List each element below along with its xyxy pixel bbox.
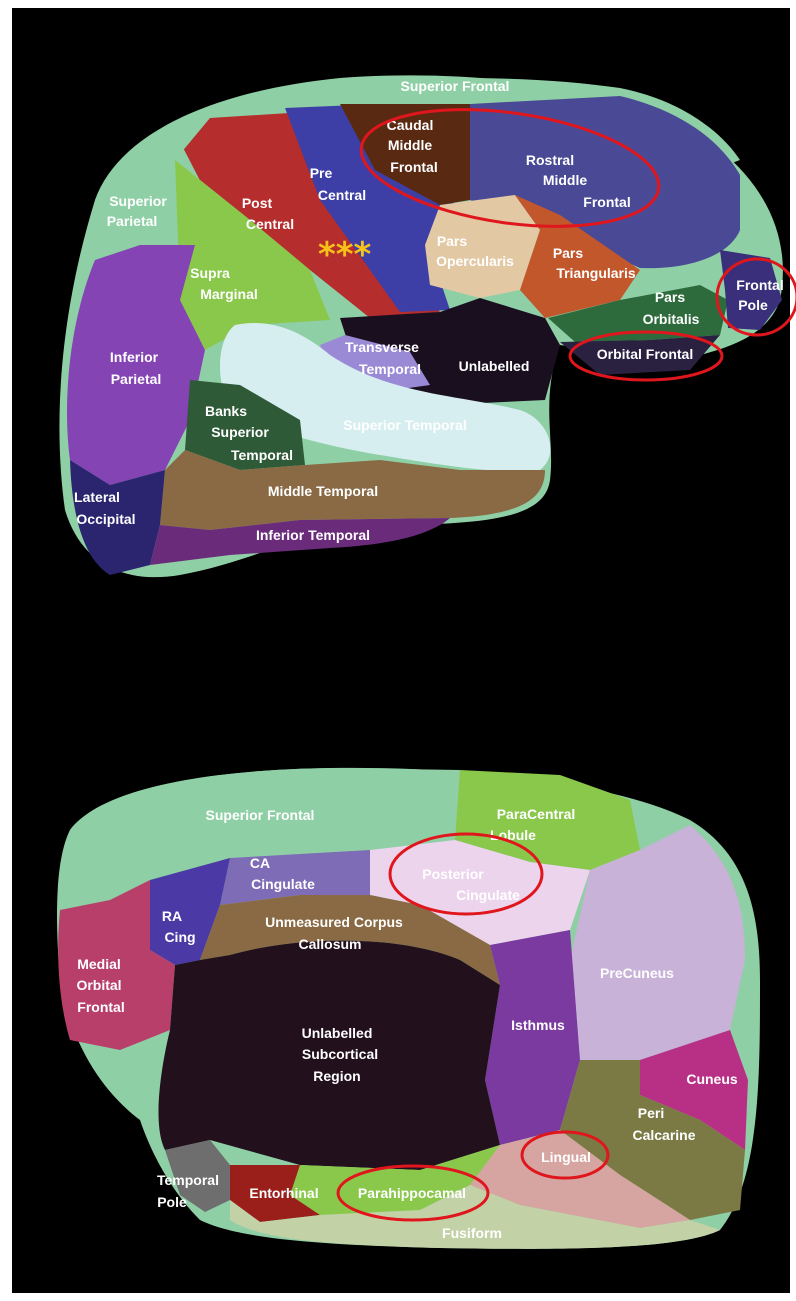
label-postcentral-line2: Central (246, 216, 294, 232)
label-medial-orbital-line2: Orbital (76, 977, 121, 993)
label-medial-orbital-line1: Medial (77, 956, 121, 972)
stars-marker: *** (318, 235, 372, 275)
label-pars-triangularis-line2: Triangularis (556, 265, 636, 281)
label-transverse-temporal-line1: Transverse (345, 339, 419, 355)
label-frontal-pole-line1: Frontal (736, 277, 783, 293)
label-lingual: Lingual (541, 1149, 591, 1165)
label-superior-frontal: Superior Frontal (401, 78, 510, 94)
label-frontal-pole-line2: Pole (738, 297, 768, 313)
label-precuneus: PreCuneus (600, 965, 674, 981)
label-inferior-temporal: Inferior Temporal (256, 527, 370, 543)
label-rostral-line3: Frontal (583, 194, 630, 210)
label-paracentral-line2: Lobule (490, 827, 536, 843)
label-cuneus: Cuneus (686, 1071, 738, 1087)
label-inferior-parietal-line1: Inferior (110, 349, 159, 365)
label-rostral-line1: Rostral (526, 152, 574, 168)
label-temporal-pole-line1: Temporal (157, 1172, 219, 1188)
label-transverse-temporal-line2: Temporal (359, 361, 421, 377)
label-corpus-line1: Unmeasured Corpus (265, 914, 403, 930)
label-banks-line1: Banks (205, 403, 247, 419)
label-superior-parietal-line2: Parietal (107, 213, 158, 229)
label-subcortical-line1: Unlabelled (302, 1025, 373, 1041)
label-paracentral-line1: ParaCentral (497, 806, 576, 822)
label-posterior-cingulate-line1: Posterior (422, 866, 484, 882)
label-temporal-pole-line2: Pole (157, 1194, 187, 1210)
label-pars-opercularis-line1: Pars (437, 233, 468, 249)
label-posterior-cingulate-line2: Cingulate (456, 887, 520, 903)
label-pars-opercularis-line2: Opercularis (436, 253, 514, 269)
label-caudal-line2: Middle (388, 137, 433, 153)
label-unlabelled: Unlabelled (459, 358, 530, 374)
label-rostral-line2: Middle (543, 172, 588, 188)
label-postcentral-line1: Post (242, 195, 273, 211)
label-inferior-parietal-line2: Parietal (111, 371, 162, 387)
label-lateral-occipital-line1: Lateral (74, 489, 120, 505)
label-fusiform: Fusiform (442, 1225, 502, 1241)
label-ca-cingulate-line1: CA (250, 855, 270, 871)
label-subcortical-line3: Region (313, 1068, 360, 1084)
label-ra-cing-line2: Cing (164, 929, 195, 945)
label-peri-calcarine-line1: Peri (638, 1105, 664, 1121)
label-pars-orbitalis-line2: Orbitalis (643, 311, 700, 327)
label-supra-marginal-line1: Supra (190, 265, 230, 281)
label-precentral-line2: Central (318, 187, 366, 203)
label-pars-triangularis-line1: Pars (553, 245, 584, 261)
label-pars-orbitalis-line1: Pars (655, 289, 686, 305)
label-corpus-line2: Callosum (298, 936, 361, 952)
label-peri-calcarine-line2: Calcarine (632, 1127, 695, 1143)
label-lateral-occipital-line2: Occipital (76, 511, 135, 527)
label-orbital-frontal: Orbital Frontal (597, 346, 693, 362)
label-entorhinal: Entorhinal (249, 1185, 318, 1201)
label-banks-line3: Temporal (231, 447, 293, 463)
label-banks-line2: Superior (211, 424, 269, 440)
label-superior-parietal-line1: Superior (109, 193, 167, 209)
label-subcortical-line2: Subcortical (302, 1046, 378, 1062)
label-ra-cing-line1: RA (162, 908, 182, 924)
label-parahippocampal: Parahippocamal (358, 1185, 466, 1201)
label-isthmus: Isthmus (511, 1017, 565, 1033)
label-middle-temporal: Middle Temporal (268, 483, 378, 499)
label-medial-orbital-line3: Frontal (77, 999, 124, 1015)
label-caudal-line3: Frontal (390, 159, 437, 175)
label-superior-temporal: Superior Temporal (343, 417, 466, 433)
label-precentral-line1: Pre (310, 165, 333, 181)
label-ca-cingulate-line2: Cingulate (251, 876, 315, 892)
label-supra-marginal-line2: Marginal (200, 286, 258, 302)
label-medial-superior-frontal: Superior Frontal (206, 807, 315, 823)
